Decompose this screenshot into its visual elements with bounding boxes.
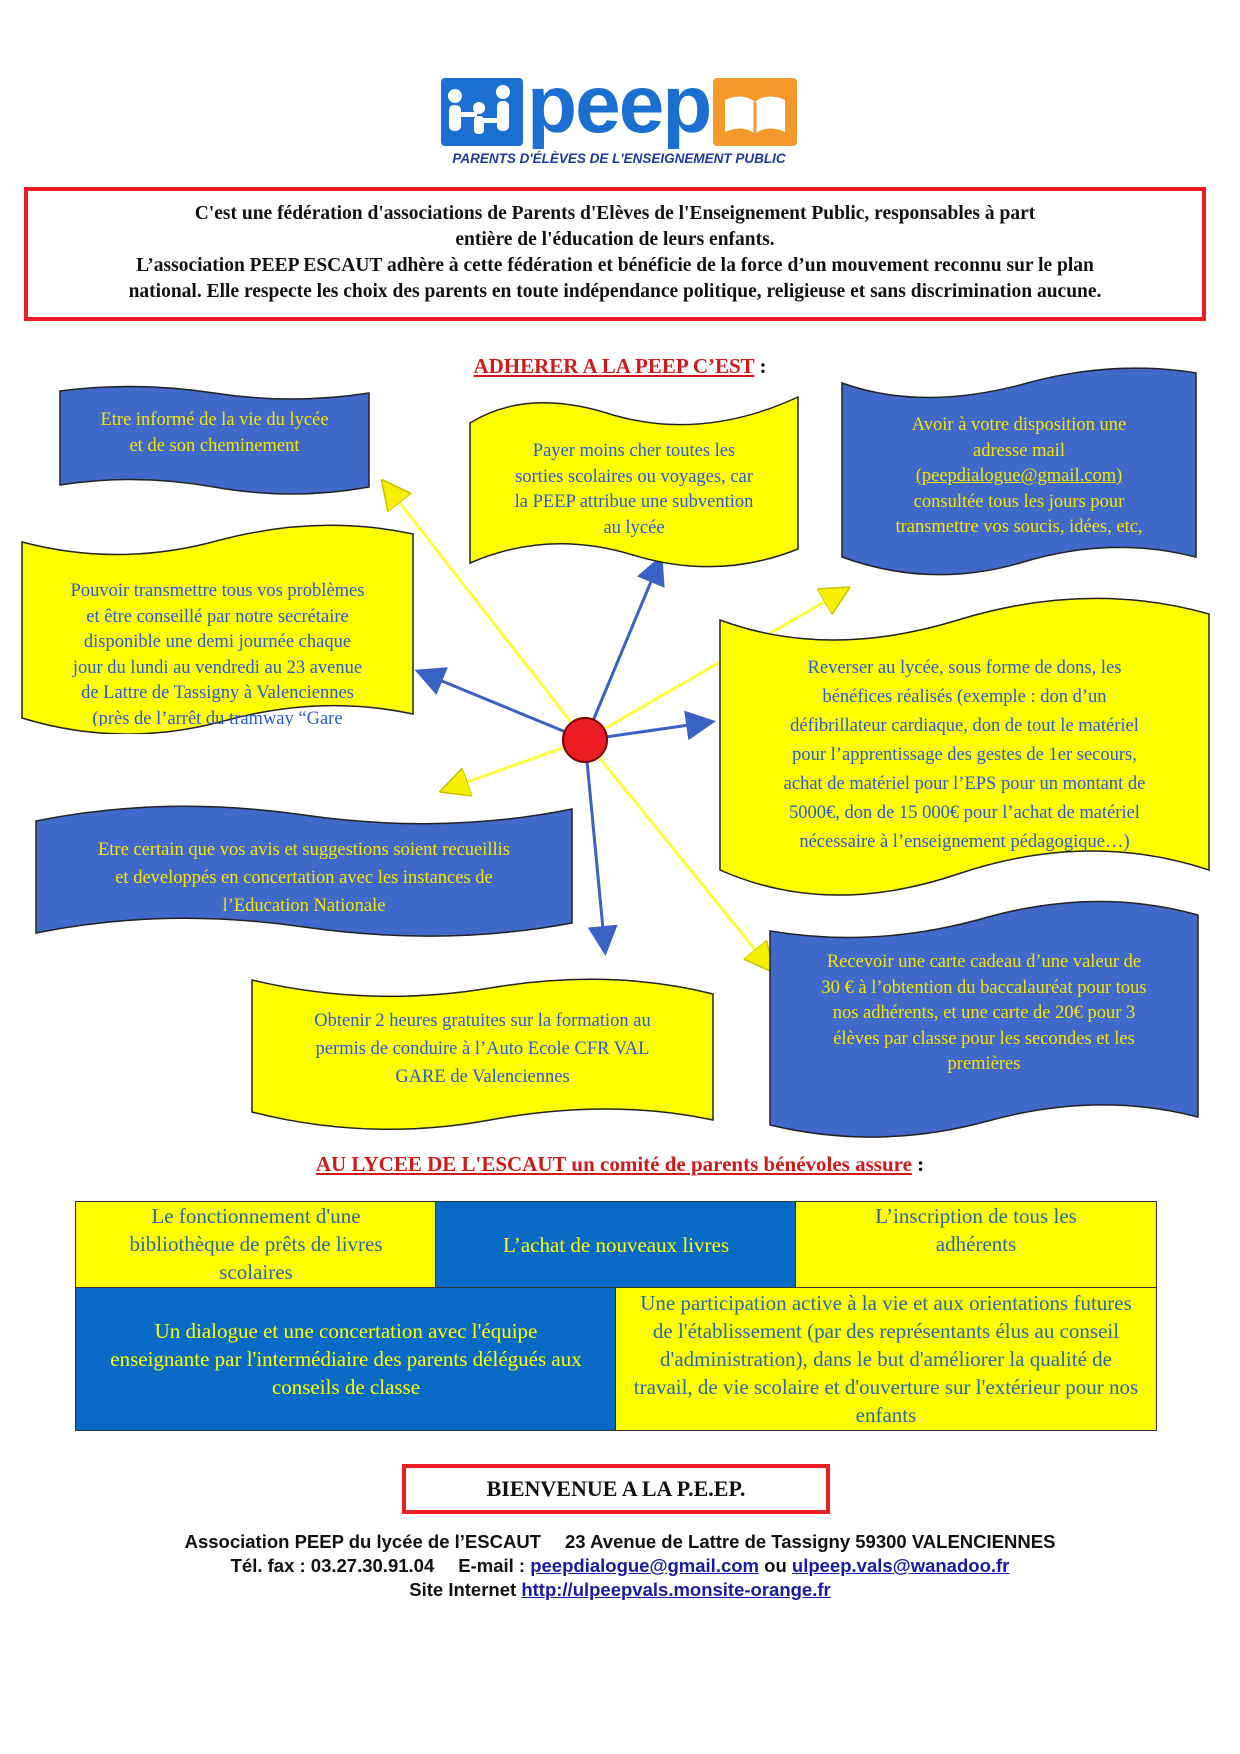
- footer-site-label: Site Internet: [409, 1579, 517, 1600]
- hub-circle: [562, 717, 608, 763]
- banner-cheaper: Payer moins cher toutes les sorties scol…: [468, 393, 800, 574]
- section-title-suffix: :: [911, 1152, 925, 1176]
- banner-line: disponible une demi journée chaque: [83, 632, 352, 652]
- banner-opinions: Etre certain que vos avis et suggestions…: [34, 795, 574, 943]
- banner-line: adresse mail: [973, 440, 1065, 461]
- footer-line-site: Site Internet http://ulpeepvals.monsite-…: [0, 1578, 1240, 1602]
- banner-line: Reverser au lycée, sous forme de dons, l…: [807, 658, 1122, 678]
- cell-dialogue: Un dialogue et une concertation avec l'é…: [75, 1287, 617, 1431]
- banner-line: permis de conduire à l’Auto Ecole CFR VA…: [315, 1039, 650, 1059]
- cell-participation: Une participation active à la vie et aux…: [615, 1287, 1157, 1431]
- banner-line: Pouvoir transmettre tous vos problèmes: [70, 581, 365, 601]
- section-title-committee: AU LYCEE DE L'ESCAUT un comité de parent…: [0, 1152, 1240, 1177]
- banner-donations: Reverser au lycée, sous forme de dons, l…: [718, 580, 1211, 920]
- banner-line: bénéfices réalisés (exemple : don d’un: [822, 687, 1107, 707]
- intro-line: L’association PEEP ESCAUT adhère à cette…: [136, 255, 1094, 276]
- banner-line: Etre informé de la vie du lycée: [100, 410, 329, 430]
- banner-line: Avoir à votre disposition une: [911, 415, 1127, 435]
- banner-giftcard: Recevoir une carte cadeau d’une valeur d…: [768, 895, 1200, 1145]
- intro-line: national. Elle respecte les choix des pa…: [128, 281, 1102, 302]
- banner-line: achat de matériel pour l’EPS pour un mon…: [783, 774, 1146, 794]
- banner-secretary: Pouvoir transmettre tous vos problèmes e…: [20, 518, 415, 734]
- intro-line: entière de l'éducation de leurs enfants.: [455, 229, 775, 250]
- arrow-to-driving: [583, 739, 618, 956]
- arrow-to-opinions: [445, 738, 586, 790]
- arrow-to-email: [584, 590, 845, 742]
- intro-line: C'est une fédération d'associations de P…: [194, 203, 1036, 224]
- banner-line: Payer moins cher toutes les: [532, 441, 736, 461]
- footer-email-label: E-mail :: [458, 1555, 526, 1576]
- section-title-suffix: :: [754, 354, 767, 378]
- footer-site-link[interactable]: http://ulpeepvals.monsite-orange.fr: [521, 1579, 831, 1600]
- arrow-to-secretary: [414, 667, 586, 742]
- arrow-to-informed: [385, 484, 587, 741]
- logo-wordmark: peep: [527, 59, 712, 150]
- footer: Association PEEP du lycée de l’ESCAUT 23 …: [0, 1530, 1240, 1602]
- footer-or: ou: [764, 1555, 787, 1576]
- banner-line: 5000€, don de 15 000€ pour l’achat de ma…: [789, 803, 1140, 823]
- intro-box: C'est une fédération d'associations de P…: [24, 187, 1206, 321]
- book-icon: [713, 78, 797, 146]
- banner-line: et de son cheminement: [129, 435, 300, 456]
- email-address[interactable]: (peepdialogue@gmail.com): [915, 466, 1123, 486]
- footer-assoc: Association PEEP du lycée de l’ESCAUT: [184, 1531, 541, 1552]
- banner-line: la PEEP attribue une subvention: [514, 492, 754, 512]
- banner-line: élèves par classe pour les secondes et l…: [833, 1028, 1135, 1049]
- banner-line: sorties scolaires ou voyages, car: [515, 466, 753, 487]
- banner-line: nos adhérents, et une carte de 20€ pour …: [832, 1003, 1136, 1023]
- banner-driving: Obtenir 2 heures gratuites sur la format…: [250, 970, 715, 1142]
- section-title-text: AU LYCEE DE L'ESCAUT un comité de parent…: [315, 1152, 912, 1176]
- banner-line: nécessaire à l’enseignement pédagogique……: [799, 832, 1130, 852]
- section-title-text: ADHERER A LA PEEP C’EST: [473, 354, 755, 378]
- cell-registration: L’inscription de tous les adhérents: [795, 1201, 1157, 1289]
- banner-line: Recevoir une carte cadeau d’une valeur d…: [826, 952, 1142, 972]
- banner-line: transmettre vos soucis, idées, etc,: [895, 517, 1143, 537]
- banner-line: 30 € à l’obtention du baccalauréat pour …: [821, 977, 1147, 998]
- banner-line: Obtenir 2 heures gratuites sur la format…: [314, 1011, 651, 1031]
- footer-email-link-1[interactable]: peepdialogue@gmail.com: [530, 1555, 759, 1576]
- banner-line: Etre certain que vos avis et suggestions…: [97, 840, 511, 860]
- banner-line: au lycée: [603, 517, 665, 538]
- cell-library: Le fonctionnement d'une bibliothèque de …: [75, 1201, 437, 1289]
- banner-line: (près de l’arrêt du tramway “Gare: [92, 708, 343, 727]
- banner-email: Avoir à votre disposition une adresse ma…: [840, 357, 1198, 592]
- banner-line: premières: [947, 1054, 1021, 1074]
- arrow-to-giftcard: [583, 739, 770, 968]
- banner-line: consultée tous les jours pour: [913, 491, 1125, 512]
- banner-line: pour l’apprentissage des gestes de 1er s…: [792, 745, 1137, 765]
- family-icon: [441, 78, 523, 146]
- logo-tagline: PARENTS D'ÉLÈVES DE L'ENSEIGNEMENT PUBLI…: [452, 151, 786, 166]
- banner-line: GARE de Valenciennes: [395, 1067, 570, 1087]
- banner-line: de Lattre de Tassigny à Valenciennes: [81, 683, 354, 703]
- banner-line: défibrillateur cardiaque, don de tout le…: [790, 716, 1139, 736]
- arrow-to-cheaper: [583, 554, 665, 741]
- committee-grid: Le fonctionnement d'une bibliothèque de …: [75, 1201, 1157, 1431]
- banner-line: jour du lundi au vendredi au 23 avenue: [72, 657, 363, 678]
- footer-email-link-2[interactable]: ulpeep.vals@wanadoo.fr: [791, 1555, 1010, 1576]
- footer-tel: Tél. fax : 03.27.30.91.04: [230, 1555, 435, 1576]
- footer-line-address: Association PEEP du lycée de l’ESCAUT 23 …: [0, 1530, 1240, 1554]
- banner-line: et être conseillé par notre secrétaire: [86, 606, 349, 627]
- banner-line: et developpés en concertation avec les i…: [115, 868, 493, 888]
- section-title-adherer: ADHERER A LA PEEP C’EST :: [0, 354, 1240, 379]
- footer-line-contact: Tél. fax : 03.27.30.91.04 E-mail : peepdi…: [0, 1554, 1240, 1578]
- welcome-box: BIENVENUE A LA P.E.EP.: [402, 1464, 830, 1514]
- cell-books: L’achat de nouveaux livres: [435, 1201, 797, 1289]
- footer-address: 23 Avenue de Lattre de Tassigny 59300 VA…: [564, 1531, 1056, 1552]
- banner-line: l’Education Nationale: [222, 896, 386, 916]
- peep-logo: peep PARENTS D'ÉLÈVES DE L'ENSEIGNEMENT …: [441, 64, 797, 170]
- banner-informed: Etre informé de la vie du lycée et de so…: [58, 383, 371, 499]
